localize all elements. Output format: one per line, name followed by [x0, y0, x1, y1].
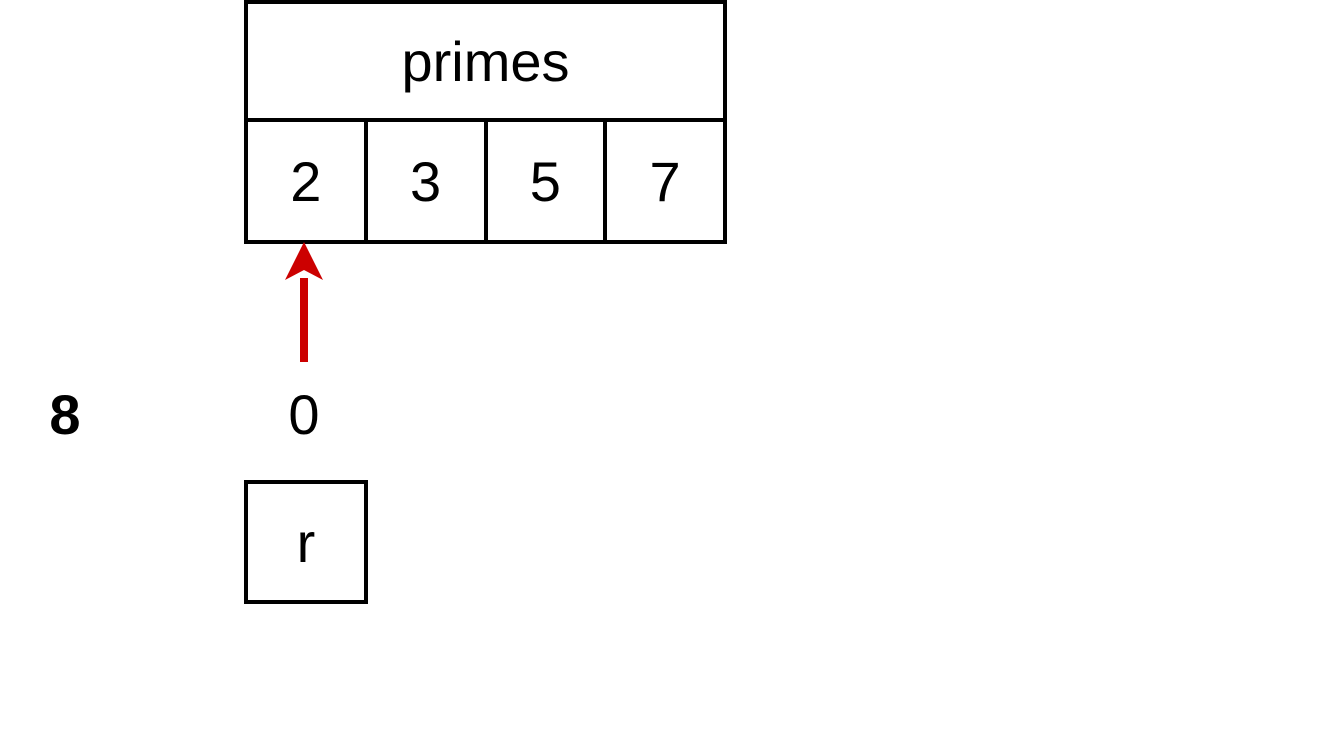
array-name: primes: [248, 4, 723, 122]
array-cell-3: 7: [649, 149, 681, 213]
array-cells: 2 3 5 7: [248, 122, 723, 240]
index-value: 0: [288, 383, 320, 446]
array-cell-0: 2: [248, 122, 368, 240]
pointer-arrow-head: [285, 242, 323, 280]
array-cell-1: 3: [368, 122, 488, 240]
variable-box: r: [244, 480, 368, 604]
pointer-arrow-icon: [285, 242, 323, 362]
array-cell-2: 5: [488, 122, 608, 240]
step-number: 8: [49, 383, 81, 446]
primes-array: primes 2 3 5 7: [244, 0, 727, 244]
